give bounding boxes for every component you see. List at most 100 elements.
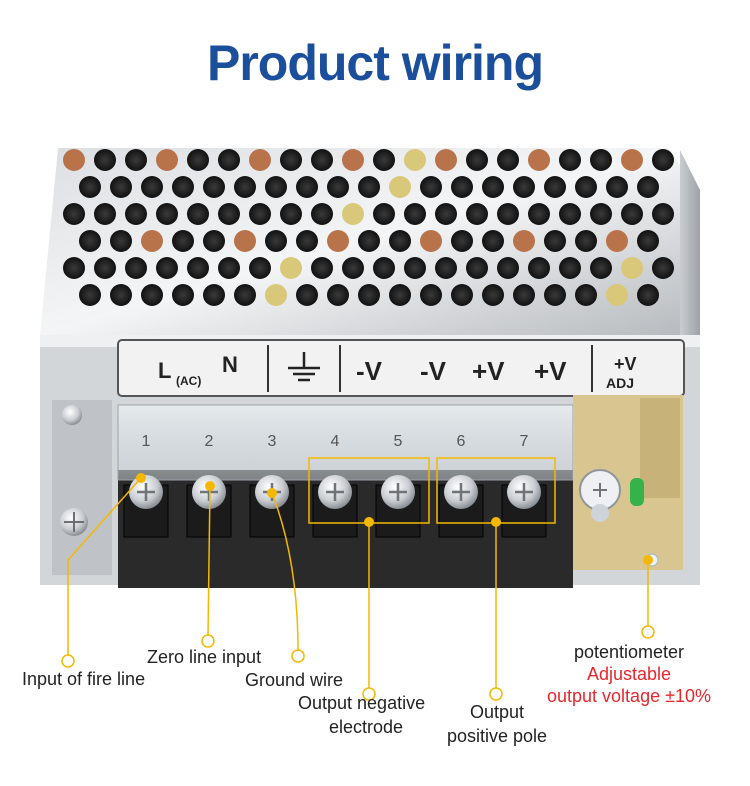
vent-hole — [621, 203, 643, 225]
vent-hole — [559, 203, 581, 225]
marker-ring — [641, 625, 655, 639]
vent-hole — [94, 203, 116, 225]
label-output-neg-1: -V — [356, 356, 383, 386]
terminal-number: 7 — [520, 433, 529, 450]
led-icon — [630, 478, 644, 506]
marker-ring — [362, 687, 376, 701]
vent-hole — [79, 284, 101, 306]
vent-hole — [327, 176, 349, 198]
vent-hole — [482, 230, 504, 252]
vent-hole — [203, 230, 225, 252]
vent-hole — [358, 176, 380, 198]
vent-hole — [342, 257, 364, 279]
vent-hole — [234, 230, 256, 252]
marker-ring — [489, 687, 503, 701]
vent-hole — [156, 257, 178, 279]
vent-hole — [172, 284, 194, 306]
output-positive-label-2: positive pole — [446, 726, 548, 746]
fire-line-leader — [67, 477, 142, 655]
vent-hole — [420, 230, 442, 252]
output-negative-label-1: Output negative — [298, 693, 426, 713]
vent-hole — [280, 203, 302, 225]
label-adj-bottom: ADJ — [606, 375, 634, 391]
vent-hole — [265, 284, 287, 306]
pcb-area — [573, 395, 683, 570]
vent-hole — [311, 203, 333, 225]
vent-hole — [187, 203, 209, 225]
output-positive-label-1: Output — [469, 702, 525, 722]
vent-hole — [575, 230, 597, 252]
vent-hole — [296, 230, 318, 252]
vent-hole — [513, 284, 535, 306]
vent-hole — [451, 230, 473, 252]
zero-line-leader — [207, 485, 211, 636]
vent-hole — [637, 284, 659, 306]
marker-dot — [205, 481, 215, 491]
vent-hole — [63, 149, 85, 171]
vent-hole — [280, 149, 302, 171]
vent-hole — [528, 257, 550, 279]
vent-hole — [451, 176, 473, 198]
vent-hole — [497, 257, 519, 279]
vent-hole — [404, 257, 426, 279]
potentiometer-label: potentiometer — [573, 642, 685, 662]
vent-hole — [621, 149, 643, 171]
label-output-neg-2: -V — [420, 356, 447, 386]
terminal-number: 1 — [142, 433, 151, 450]
vent-hole — [342, 203, 364, 225]
ground-wire-leader — [271, 492, 299, 651]
vent-hole — [544, 176, 566, 198]
vent-hole — [94, 257, 116, 279]
vent-hole — [575, 284, 597, 306]
vent-hole — [451, 284, 473, 306]
vent-hole — [110, 176, 132, 198]
vent-hole — [234, 176, 256, 198]
vent-hole — [125, 257, 147, 279]
label-adj-top: +V — [614, 354, 637, 374]
terminal-number: 2 — [205, 433, 214, 450]
vent-hole — [652, 257, 674, 279]
vent-hole — [280, 257, 302, 279]
vent-hole — [590, 149, 612, 171]
vent-hole — [187, 149, 209, 171]
vent-hole — [218, 149, 240, 171]
vent-hole — [435, 203, 457, 225]
vent-hole — [358, 230, 380, 252]
vent-hole — [544, 284, 566, 306]
vent-hole — [141, 176, 163, 198]
vent-hole — [110, 284, 132, 306]
vent-hole — [373, 149, 395, 171]
vent-hole — [652, 149, 674, 171]
vent-hole — [420, 284, 442, 306]
vent-hole — [389, 284, 411, 306]
vent-hole — [389, 230, 411, 252]
marker-dot — [364, 517, 374, 527]
vent-hole — [559, 149, 581, 171]
zero-line-label: Zero line input — [147, 647, 262, 667]
vent-hole — [435, 257, 457, 279]
vent-hole — [203, 284, 225, 306]
fire-line-label: Input of fire line — [22, 669, 146, 689]
perforated-cover — [40, 148, 700, 560]
ground-icon — [288, 352, 320, 382]
vent-hole — [590, 203, 612, 225]
vent-hole — [125, 149, 147, 171]
label-output-pos-1: +V — [472, 356, 505, 386]
ground-wire-label: Ground wire — [245, 670, 344, 690]
vent-hole — [637, 230, 659, 252]
vent-hole — [218, 203, 240, 225]
label-ac: (AC) — [176, 374, 201, 388]
vent-hole — [125, 203, 147, 225]
vent-hole — [466, 257, 488, 279]
vent-hole — [652, 203, 674, 225]
vent-hole — [621, 257, 643, 279]
vent-hole — [156, 149, 178, 171]
vent-hole — [79, 230, 101, 252]
vent-hole — [420, 176, 442, 198]
chassis-screw-icon — [62, 405, 82, 425]
vent-hole — [296, 176, 318, 198]
vent-hole — [327, 230, 349, 252]
vent-hole — [94, 149, 116, 171]
vent-hole — [172, 230, 194, 252]
vent-hole — [265, 230, 287, 252]
